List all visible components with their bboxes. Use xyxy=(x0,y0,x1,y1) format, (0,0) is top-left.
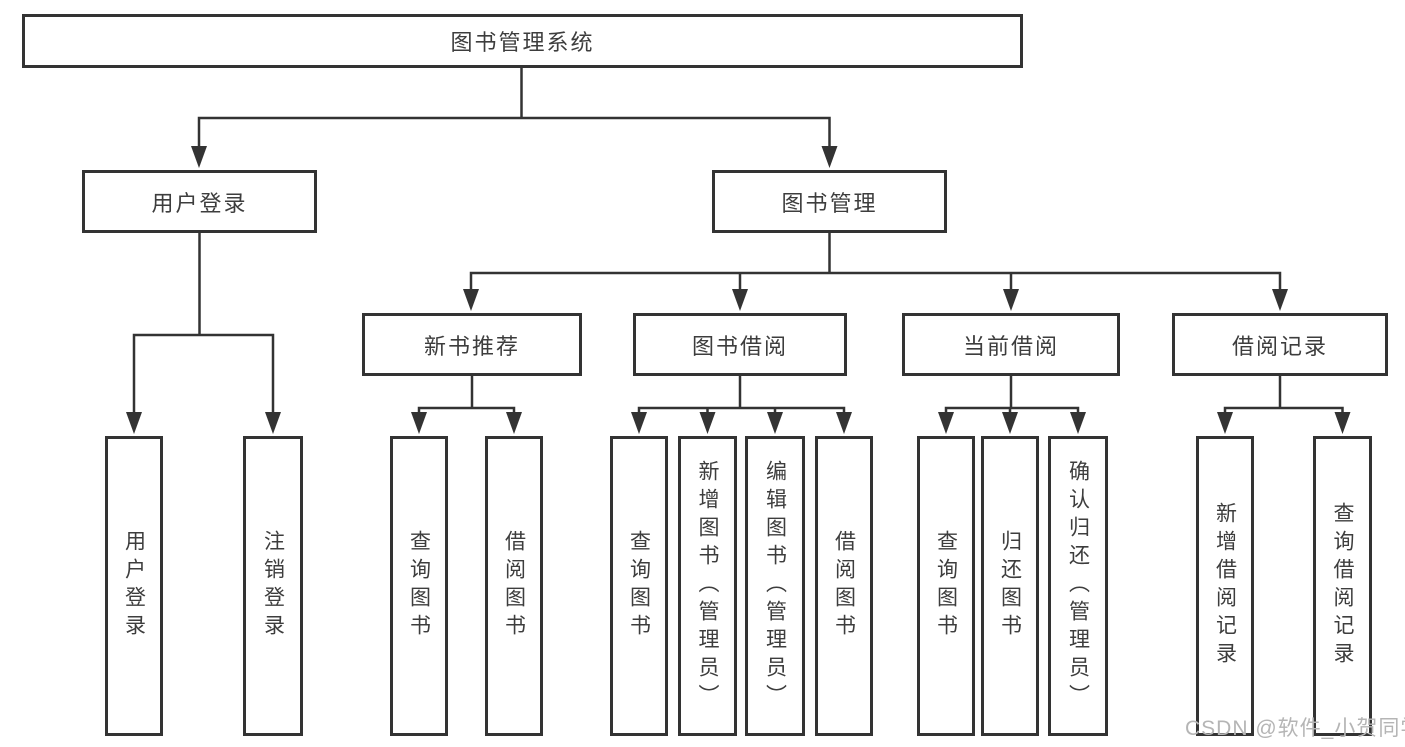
leaf-cb-query-book: 查询图书 xyxy=(917,436,975,736)
leaf-cb-return-book: 归还图书 xyxy=(981,436,1039,736)
leaf-cb-confirm-return-admin-label: 确认归还（管理员） xyxy=(1066,460,1090,712)
leaf-bb-edit-book-admin-label: 编辑图书（管理员） xyxy=(763,460,787,712)
leaf-nb-query-book: 查询图书 xyxy=(390,436,448,736)
leaf-bb-add-book-admin-label: 新增图书（管理员） xyxy=(696,460,720,712)
node-root: 图书管理系统 xyxy=(22,14,1023,68)
node-new-book-recommend: 新书推荐 xyxy=(362,313,582,376)
connector xyxy=(417,376,516,414)
connector xyxy=(132,233,275,414)
leaf-cb-confirm-return-admin: 确认归还（管理员） xyxy=(1048,436,1108,736)
connector xyxy=(1223,376,1344,414)
node-root-label: 图书管理系统 xyxy=(450,30,595,55)
arrow-down-icon xyxy=(938,412,954,434)
node-new-book-recommend-label: 新书推荐 xyxy=(423,333,520,359)
leaf-nb-borrow-book-label: 借阅图书 xyxy=(502,530,526,642)
leaf-nb-query-book-label: 查询图书 xyxy=(407,530,431,642)
arrow-down-icon xyxy=(1217,412,1233,434)
leaf-bb-query-book: 查询图书 xyxy=(610,436,668,736)
node-book-management: 图书管理 xyxy=(712,170,947,233)
arrow-down-icon xyxy=(767,412,783,434)
node-book-management-label: 图书管理 xyxy=(781,190,878,216)
leaf-cb-query-book-label: 查询图书 xyxy=(934,530,958,642)
arrow-down-icon xyxy=(631,412,647,434)
arrow-down-icon xyxy=(463,289,479,311)
node-user-login-label: 用户登录 xyxy=(151,190,248,216)
connector xyxy=(197,68,831,148)
watermark: CSDN @软件_小贺同学 xyxy=(1185,717,1405,740)
connector xyxy=(469,233,1282,292)
arrow-down-icon xyxy=(411,412,427,434)
leaf-bb-borrow-book-label: 借阅图书 xyxy=(832,530,856,642)
leaf-cb-return-book-label: 归还图书 xyxy=(998,530,1022,642)
node-current-borrow: 当前借阅 xyxy=(902,313,1120,376)
node-borrow-record: 借阅记录 xyxy=(1172,313,1388,376)
arrow-down-icon xyxy=(699,412,716,434)
leaf-br-query-record: 查询借阅记录 xyxy=(1313,436,1372,736)
node-book-borrow: 图书借阅 xyxy=(633,313,847,376)
arrow-down-icon xyxy=(1070,412,1086,434)
connector xyxy=(637,376,846,414)
leaf-br-add-record: 新增借阅记录 xyxy=(1196,436,1254,736)
arrow-down-icon xyxy=(732,289,748,311)
arrow-down-icon xyxy=(836,412,852,434)
leaf-bb-add-book-admin: 新增图书（管理员） xyxy=(678,436,737,736)
leaf-logout: 注销登录 xyxy=(243,436,303,736)
arrow-down-icon xyxy=(821,146,838,168)
leaf-br-query-record-label: 查询借阅记录 xyxy=(1331,502,1355,670)
leaf-user-login-label: 用户登录 xyxy=(122,530,146,642)
node-borrow-record-label: 借阅记录 xyxy=(1231,333,1328,359)
node-current-borrow-label: 当前借阅 xyxy=(962,333,1059,359)
leaf-bb-edit-book-admin: 编辑图书（管理员） xyxy=(745,436,805,736)
leaf-nb-borrow-book: 借阅图书 xyxy=(485,436,543,736)
leaf-bb-query-book-label: 查询图书 xyxy=(627,530,651,642)
node-user-login: 用户登录 xyxy=(82,170,317,233)
arrow-down-icon xyxy=(1334,412,1351,434)
arrow-down-icon xyxy=(126,412,142,434)
arrow-down-icon xyxy=(265,412,281,434)
arrow-down-icon xyxy=(1272,289,1288,311)
leaf-bb-borrow-book: 借阅图书 xyxy=(815,436,873,736)
arrow-down-icon xyxy=(506,412,522,434)
leaf-user-login: 用户登录 xyxy=(105,436,163,736)
leaf-logout-label: 注销登录 xyxy=(261,530,285,642)
arrow-down-icon xyxy=(1002,412,1018,434)
node-book-borrow-label: 图书借阅 xyxy=(691,333,788,359)
leaf-br-add-record-label: 新增借阅记录 xyxy=(1213,502,1237,670)
connector xyxy=(944,376,1080,414)
arrow-down-icon xyxy=(191,146,207,168)
arrow-down-icon xyxy=(1003,289,1019,311)
